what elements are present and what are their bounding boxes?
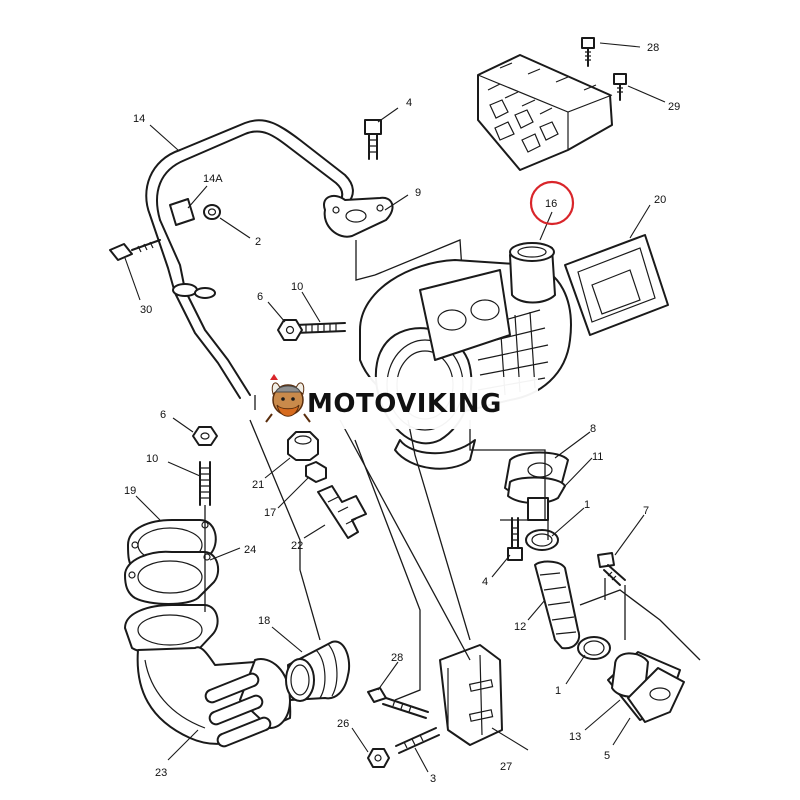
connector-22 bbox=[317, 485, 367, 539]
callout-24: 24 bbox=[244, 544, 256, 556]
callout-labels: 28 29 14 4 14A 2 9 20 30 6 10 6 10 19 24… bbox=[124, 42, 680, 785]
callout-27: 27 bbox=[500, 761, 512, 773]
callout-9: 9 bbox=[415, 187, 421, 199]
bolt-30 bbox=[109, 239, 161, 261]
callout-10-mid: 10 bbox=[291, 281, 303, 293]
callout-14: 14 bbox=[133, 113, 145, 125]
callout-1-upper: 1 bbox=[584, 499, 590, 511]
gasket-24 bbox=[124, 550, 220, 605]
oil-feed-pipe-14 bbox=[145, 119, 354, 399]
callout-16: 16 bbox=[545, 198, 557, 210]
nut-26 bbox=[367, 748, 390, 768]
exhaust-elbow-23 bbox=[124, 604, 292, 748]
callout-29: 29 bbox=[668, 101, 680, 113]
fitting-17 bbox=[305, 461, 327, 483]
callout-3: 3 bbox=[430, 773, 436, 785]
callout-18: 18 bbox=[258, 615, 270, 627]
callout-28-top: 28 bbox=[647, 42, 659, 54]
leader-lines bbox=[124, 42, 666, 773]
callout-14A: 14A bbox=[203, 173, 223, 185]
engine-block-part bbox=[477, 54, 613, 171]
sleeve-18 bbox=[285, 640, 351, 702]
leader-line-9-to-turbo bbox=[355, 240, 376, 281]
callout-23: 23 bbox=[155, 767, 167, 779]
motoviking-watermark: MOTOVIKING bbox=[262, 374, 538, 429]
callout-5: 5 bbox=[604, 750, 610, 762]
assembly-lines bbox=[204, 395, 701, 701]
callout-12: 12 bbox=[514, 621, 526, 633]
highlight-circle bbox=[529, 180, 575, 226]
bolt-4-top bbox=[364, 119, 382, 160]
callout-2: 2 bbox=[255, 236, 261, 248]
bracket-27 bbox=[439, 644, 503, 746]
callout-28-low: 28 bbox=[391, 652, 403, 664]
callout-22: 22 bbox=[291, 540, 303, 552]
callout-6-mid: 6 bbox=[257, 291, 263, 303]
callout-19: 19 bbox=[124, 485, 136, 497]
nut-6-mid bbox=[277, 319, 303, 341]
callout-4-top: 4 bbox=[406, 97, 412, 109]
bolt-29 bbox=[613, 73, 627, 101]
callout-10-left: 10 bbox=[146, 453, 158, 465]
stud-10-left bbox=[199, 461, 211, 506]
hose-clamp-1-upper bbox=[525, 529, 559, 551]
bolt-7 bbox=[597, 552, 626, 586]
stud-3 bbox=[395, 727, 440, 754]
callout-6-left: 6 bbox=[160, 409, 166, 421]
bolt-28-top bbox=[581, 37, 595, 67]
turbocharger-assembly bbox=[359, 242, 572, 470]
viking-logo-icon bbox=[265, 374, 311, 423]
washer-2 bbox=[203, 204, 221, 220]
callout-7: 7 bbox=[643, 505, 649, 517]
flange-gasket-9 bbox=[323, 194, 394, 238]
callout-21: 21 bbox=[252, 479, 264, 491]
bolt-28-low bbox=[367, 687, 429, 719]
callout-8: 8 bbox=[590, 423, 596, 435]
callout-26: 26 bbox=[337, 718, 349, 730]
watermark-text: MOTOVIKING bbox=[307, 389, 502, 419]
nut-6-left bbox=[192, 426, 218, 446]
hose-clamp-1-lower bbox=[577, 636, 611, 660]
callout-4-lower: 4 bbox=[482, 576, 488, 588]
callout-13: 13 bbox=[569, 731, 581, 743]
gasket-11 bbox=[507, 476, 566, 521]
callout-20: 20 bbox=[654, 194, 666, 206]
bolt-4-lower bbox=[507, 517, 523, 561]
highlighted-callout-16: 16 bbox=[529, 180, 575, 226]
callout-11: 11 bbox=[592, 451, 603, 463]
gasket-20 bbox=[564, 234, 669, 336]
callout-30: 30 bbox=[140, 304, 152, 316]
stud-10-mid bbox=[294, 322, 346, 334]
callout-1-lower: 1 bbox=[555, 685, 561, 697]
callout-17: 17 bbox=[264, 507, 276, 519]
gasket-5 bbox=[627, 667, 685, 723]
hose-12 bbox=[534, 560, 581, 650]
fitting-21 bbox=[287, 431, 319, 461]
